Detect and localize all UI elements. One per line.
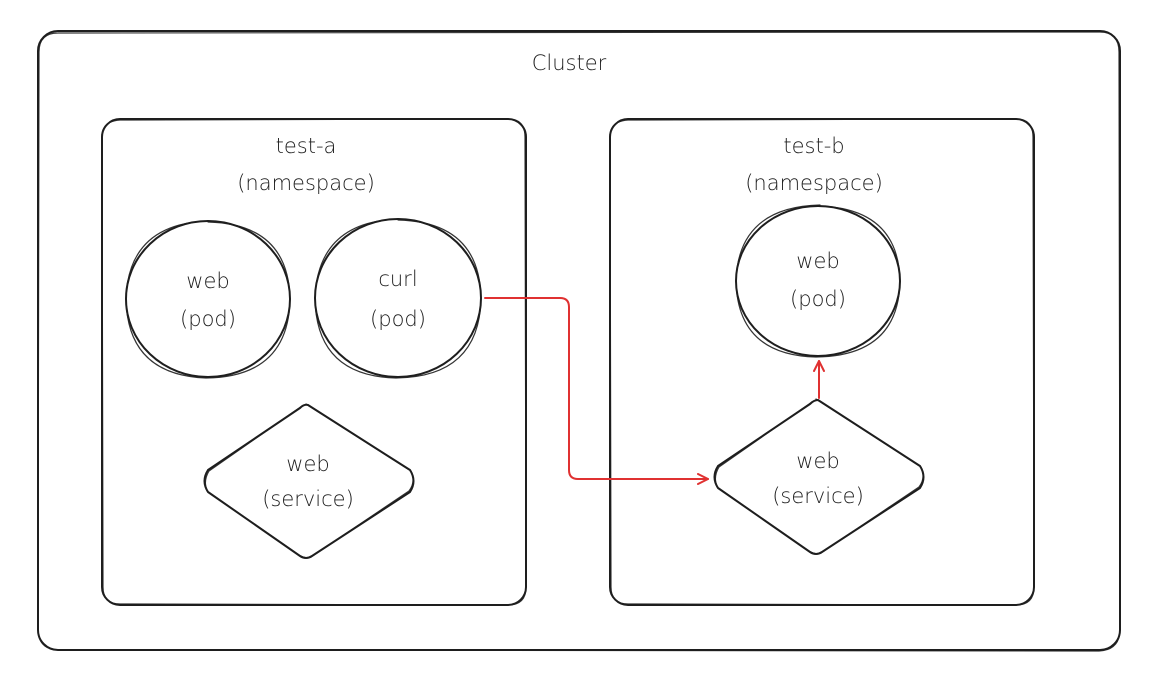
namespace-test-a-kind: (namespace) xyxy=(237,171,375,195)
test-a-web-pod-name: web xyxy=(186,269,229,293)
test-a-web-service-kind: (service) xyxy=(262,487,354,511)
namespace-test-a-name: test-a xyxy=(276,134,337,158)
test-b-web-service-kind: (service) xyxy=(772,484,864,508)
namespace-test-b-kind: (namespace) xyxy=(745,171,883,195)
test-a-web-service-diamond[interactable] xyxy=(203,403,415,559)
test-b-web-pod-circle[interactable] xyxy=(735,204,901,358)
test-a-web-service-name: web xyxy=(286,452,329,476)
test-a-web-pod-kind: (pod) xyxy=(180,307,236,331)
cluster-label: Cluster xyxy=(532,51,607,75)
test-b-web-service-diamond[interactable] xyxy=(713,398,925,555)
namespace-test-a-box[interactable] xyxy=(101,118,527,606)
test-b-web-pod-kind: (pod) xyxy=(790,287,846,311)
curl-to-test-b-service-arrow[interactable] xyxy=(484,297,709,485)
test-b-web-pod-name: web xyxy=(796,249,839,273)
test-a-curl-pod-name: curl xyxy=(378,267,417,291)
test-b-web-service-name: web xyxy=(796,449,839,473)
test-a-curl-pod-circle[interactable] xyxy=(314,218,482,379)
namespace-test-b-box[interactable] xyxy=(609,118,1035,606)
namespace-test-b-name: test-b xyxy=(783,134,844,158)
test-a-web-pod-circle[interactable] xyxy=(125,220,291,379)
cluster-box[interactable] xyxy=(37,30,1121,652)
test-a-curl-pod-kind: (pod) xyxy=(370,307,426,331)
